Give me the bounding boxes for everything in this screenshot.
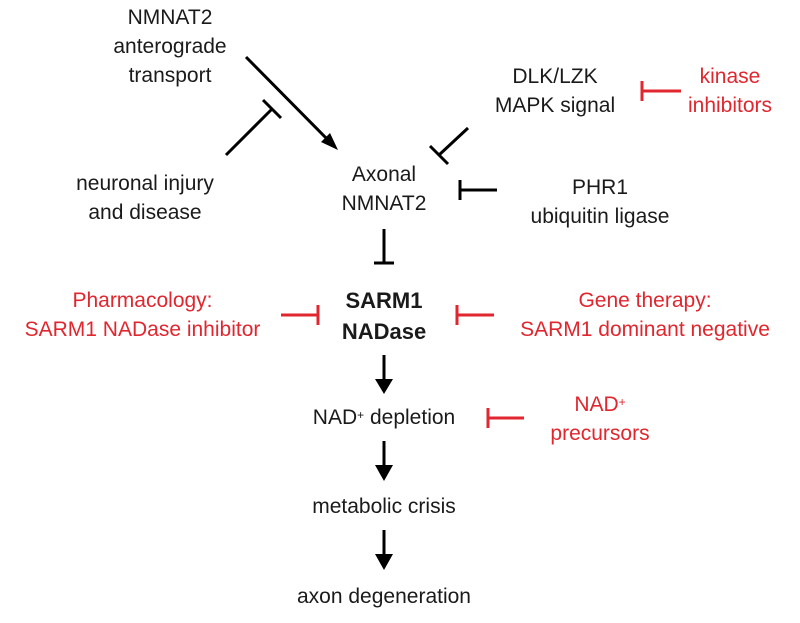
- sarm1-to-nad-arrow: [375, 355, 393, 394]
- injury-inhibition: [224, 98, 283, 157]
- nad-precursors-label: NAD+ precursors: [550, 393, 650, 445]
- axonal-nmnat2-label: Axonal NMNAT2: [341, 163, 427, 215]
- dlk-inhibition: [428, 126, 470, 166]
- pharmacology-inhibition: [281, 305, 320, 325]
- transport-activation-arrow: [244, 55, 338, 150]
- neuronal-injury-label: neuronal injury and disease: [76, 172, 214, 224]
- crisis-to-degeneration-arrow: [375, 530, 393, 570]
- dlk-lzk-label: DLK/LZK MAPK signal: [494, 65, 616, 117]
- nad-precursor-inhibition: [486, 408, 524, 428]
- nmnat2-transport-label: NMNAT2 anterograde transport: [113, 6, 227, 87]
- nmnat2-inhibition: [374, 229, 394, 265]
- sarm1-nadase-label: SARM1 NADase: [341, 288, 427, 344]
- nad-depletion-label: NAD+ depletion: [312, 406, 456, 429]
- phr1-label: PHR1 ubiquitin ligase: [530, 176, 670, 228]
- pharmacology-label: Pharmacology: SARM1 NADase inhibitor: [24, 289, 261, 341]
- axon-degeneration-label: axon degeneration: [297, 585, 471, 608]
- kinase-inhibitors-label: kinase inhibitors: [687, 65, 773, 117]
- metabolic-crisis-label: metabolic crisis: [312, 495, 456, 518]
- gene-therapy-label: Gene therapy: SARM1 dominant negative: [520, 289, 770, 341]
- kinase-inhibitor-inhibition: [640, 81, 681, 101]
- nad-to-crisis-arrow: [375, 441, 393, 481]
- gene-therapy-inhibition: [455, 305, 494, 325]
- phr1-inhibition: [458, 180, 497, 200]
